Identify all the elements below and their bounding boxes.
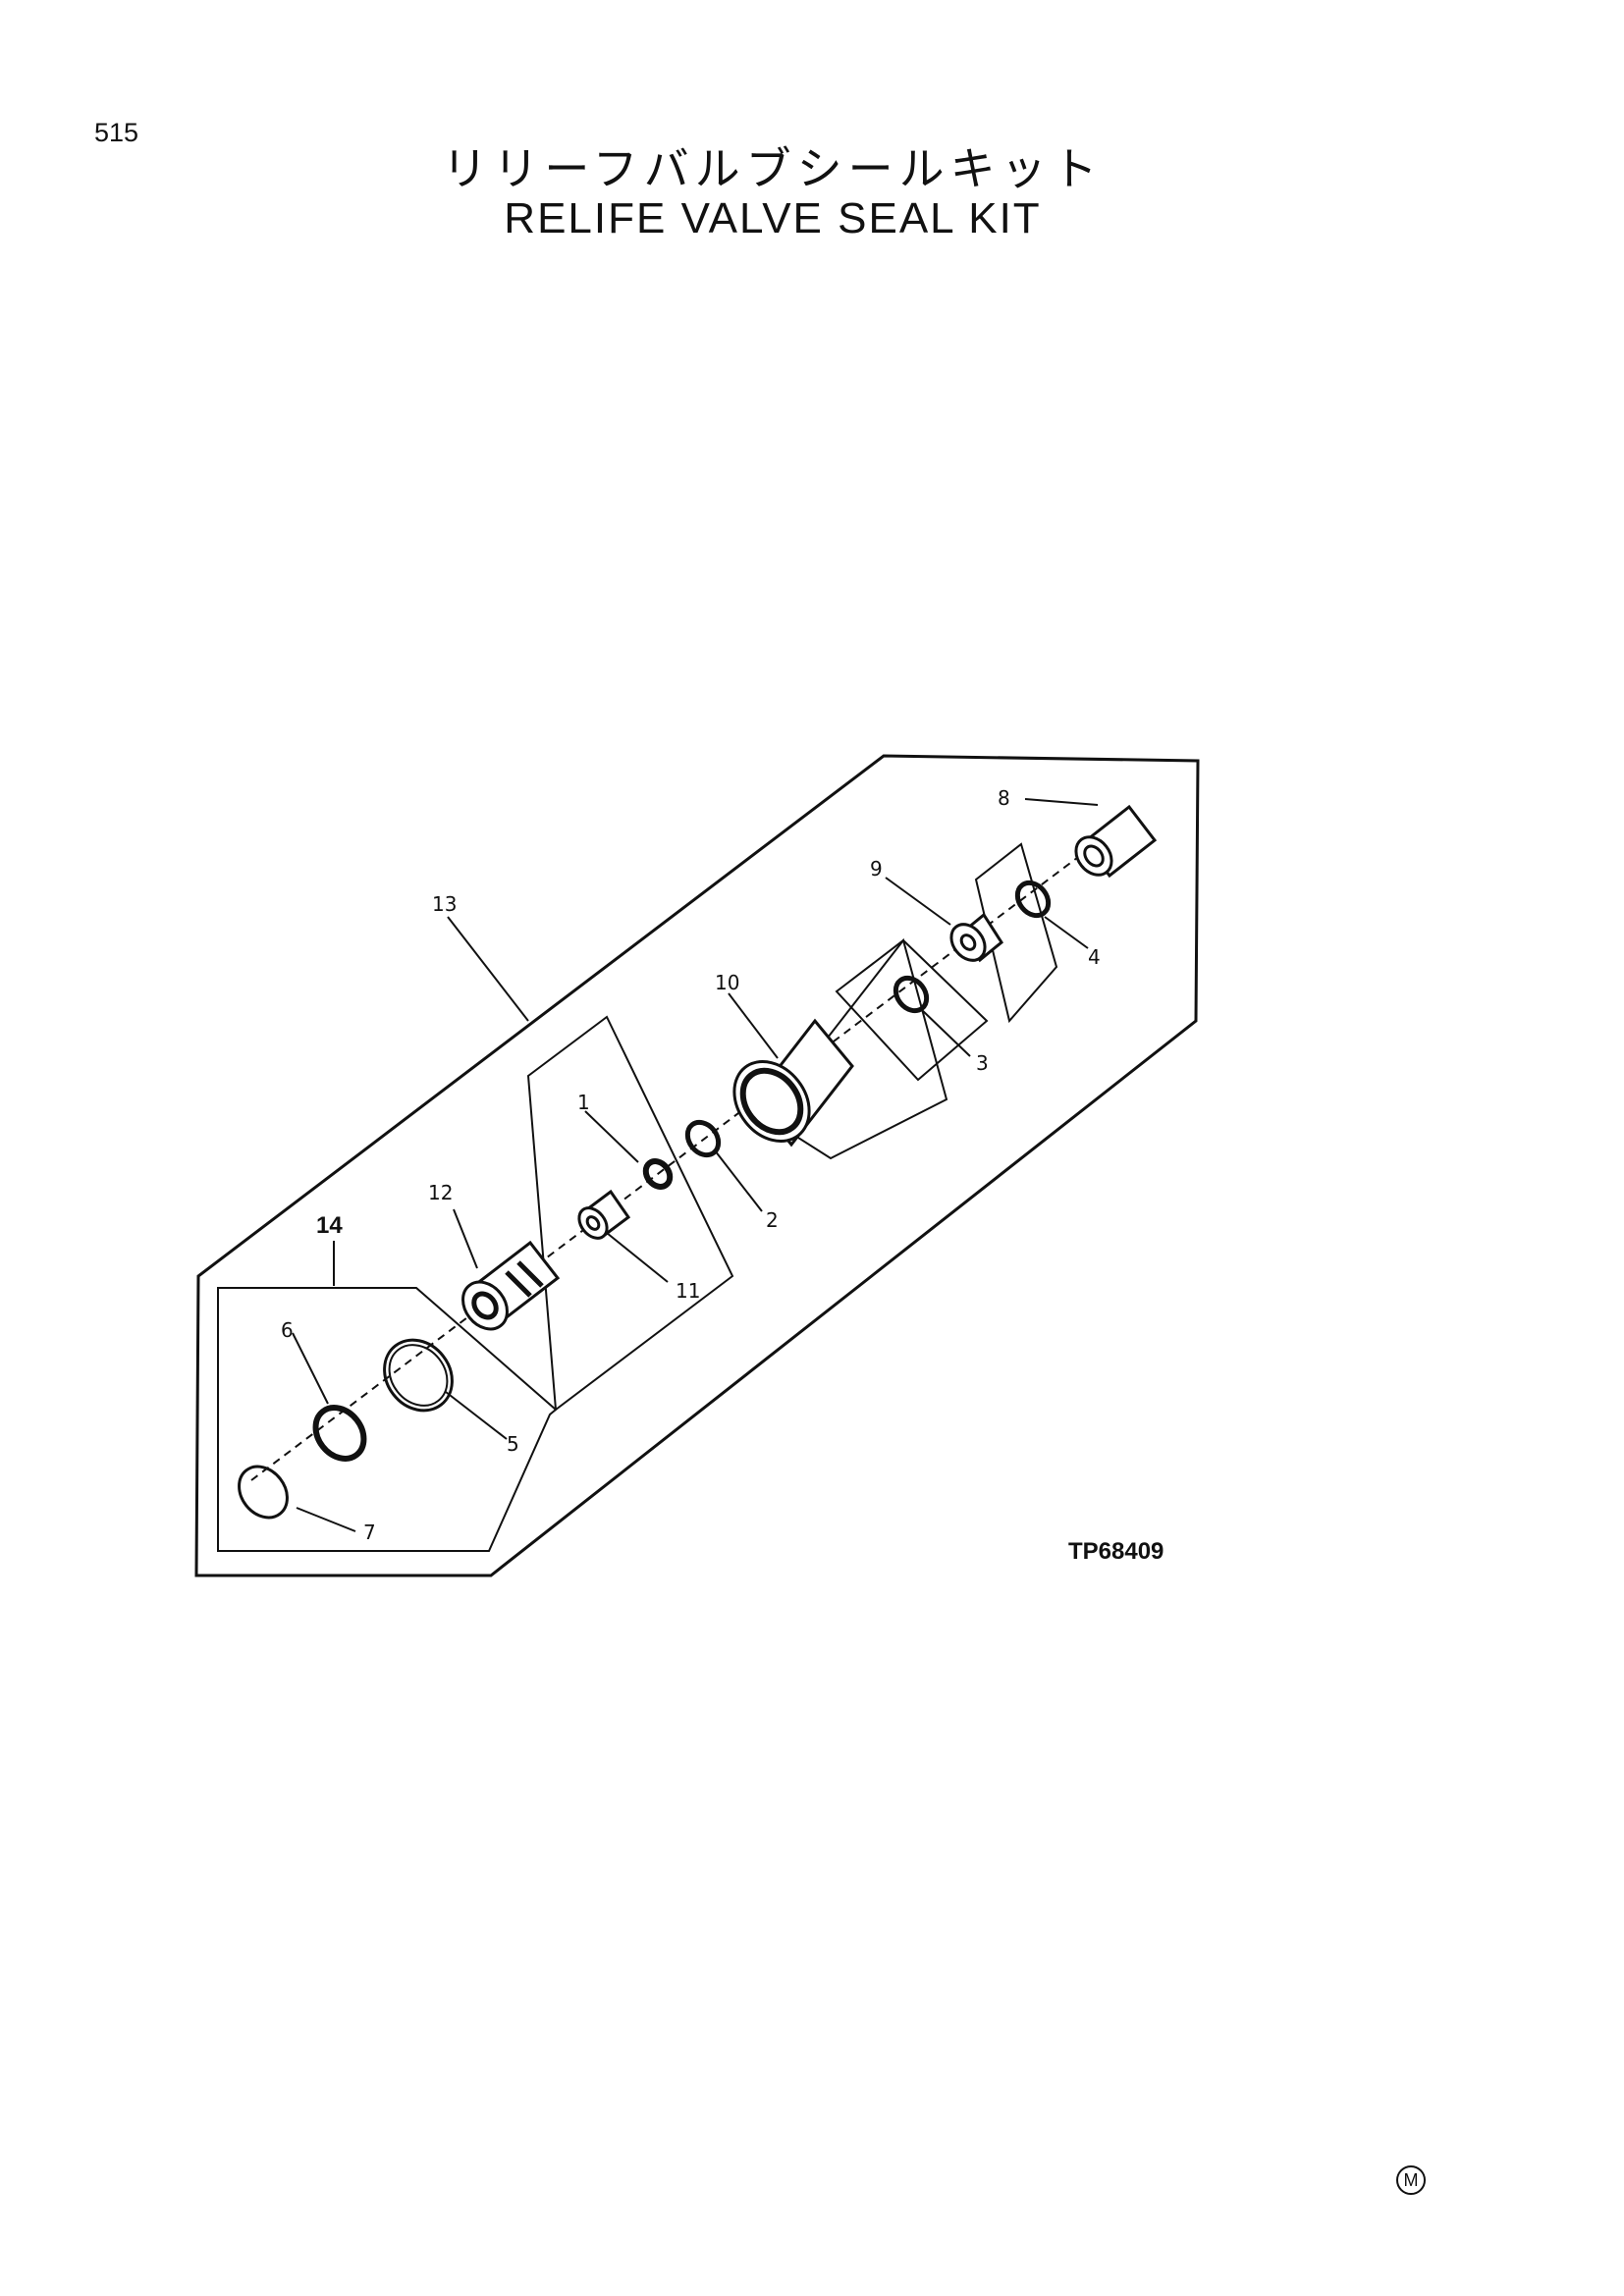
callout-4: 4 xyxy=(1088,945,1101,969)
part-7-ring xyxy=(238,1465,289,1520)
callout-11: 11 xyxy=(676,1279,700,1303)
callout-7: 7 xyxy=(363,1521,376,1544)
part-3-ring xyxy=(893,975,930,1014)
part-9-seat xyxy=(949,912,1003,963)
callout-13: 13 xyxy=(432,892,457,916)
part-2-ring xyxy=(684,1119,722,1158)
group-box-2 xyxy=(764,937,948,1160)
title-japanese: リリーフバルブシールキット xyxy=(442,142,1104,195)
callout-14: 14 xyxy=(316,1212,343,1239)
part-10-body xyxy=(732,1018,854,1148)
callout-1: 1 xyxy=(577,1091,590,1114)
title-english: RELIFE VALVE SEAL KIT xyxy=(504,194,1042,242)
center-axis xyxy=(250,824,1122,1481)
callout-2: 2 xyxy=(766,1208,779,1232)
kit-outline xyxy=(194,754,1200,1577)
callout-5: 5 xyxy=(507,1432,519,1456)
callout-8: 8 xyxy=(998,786,1010,810)
callout-10: 10 xyxy=(715,971,739,994)
reference-code: TP68409 xyxy=(1068,1538,1164,1565)
part-1-ring xyxy=(642,1158,674,1190)
group-box-1 xyxy=(526,1015,734,1412)
page-number: 515 xyxy=(94,118,139,147)
callout-3: 3 xyxy=(976,1051,989,1075)
m-mark-icon: M xyxy=(1396,2165,1426,2195)
part-4-ring xyxy=(1014,880,1052,919)
callout-9: 9 xyxy=(870,857,883,881)
part-11-poppet xyxy=(577,1189,631,1240)
part-6-ring xyxy=(312,1405,367,1462)
callout-12: 12 xyxy=(428,1181,453,1204)
part-8-plug xyxy=(1074,804,1158,879)
callout-6: 6 xyxy=(281,1318,294,1342)
subkit-outline xyxy=(217,1287,558,1552)
part-12-cylinder xyxy=(461,1240,561,1331)
part-5-ring xyxy=(383,1338,454,1413)
group-box-4 xyxy=(974,842,1058,1024)
group-box-3 xyxy=(835,938,989,1082)
